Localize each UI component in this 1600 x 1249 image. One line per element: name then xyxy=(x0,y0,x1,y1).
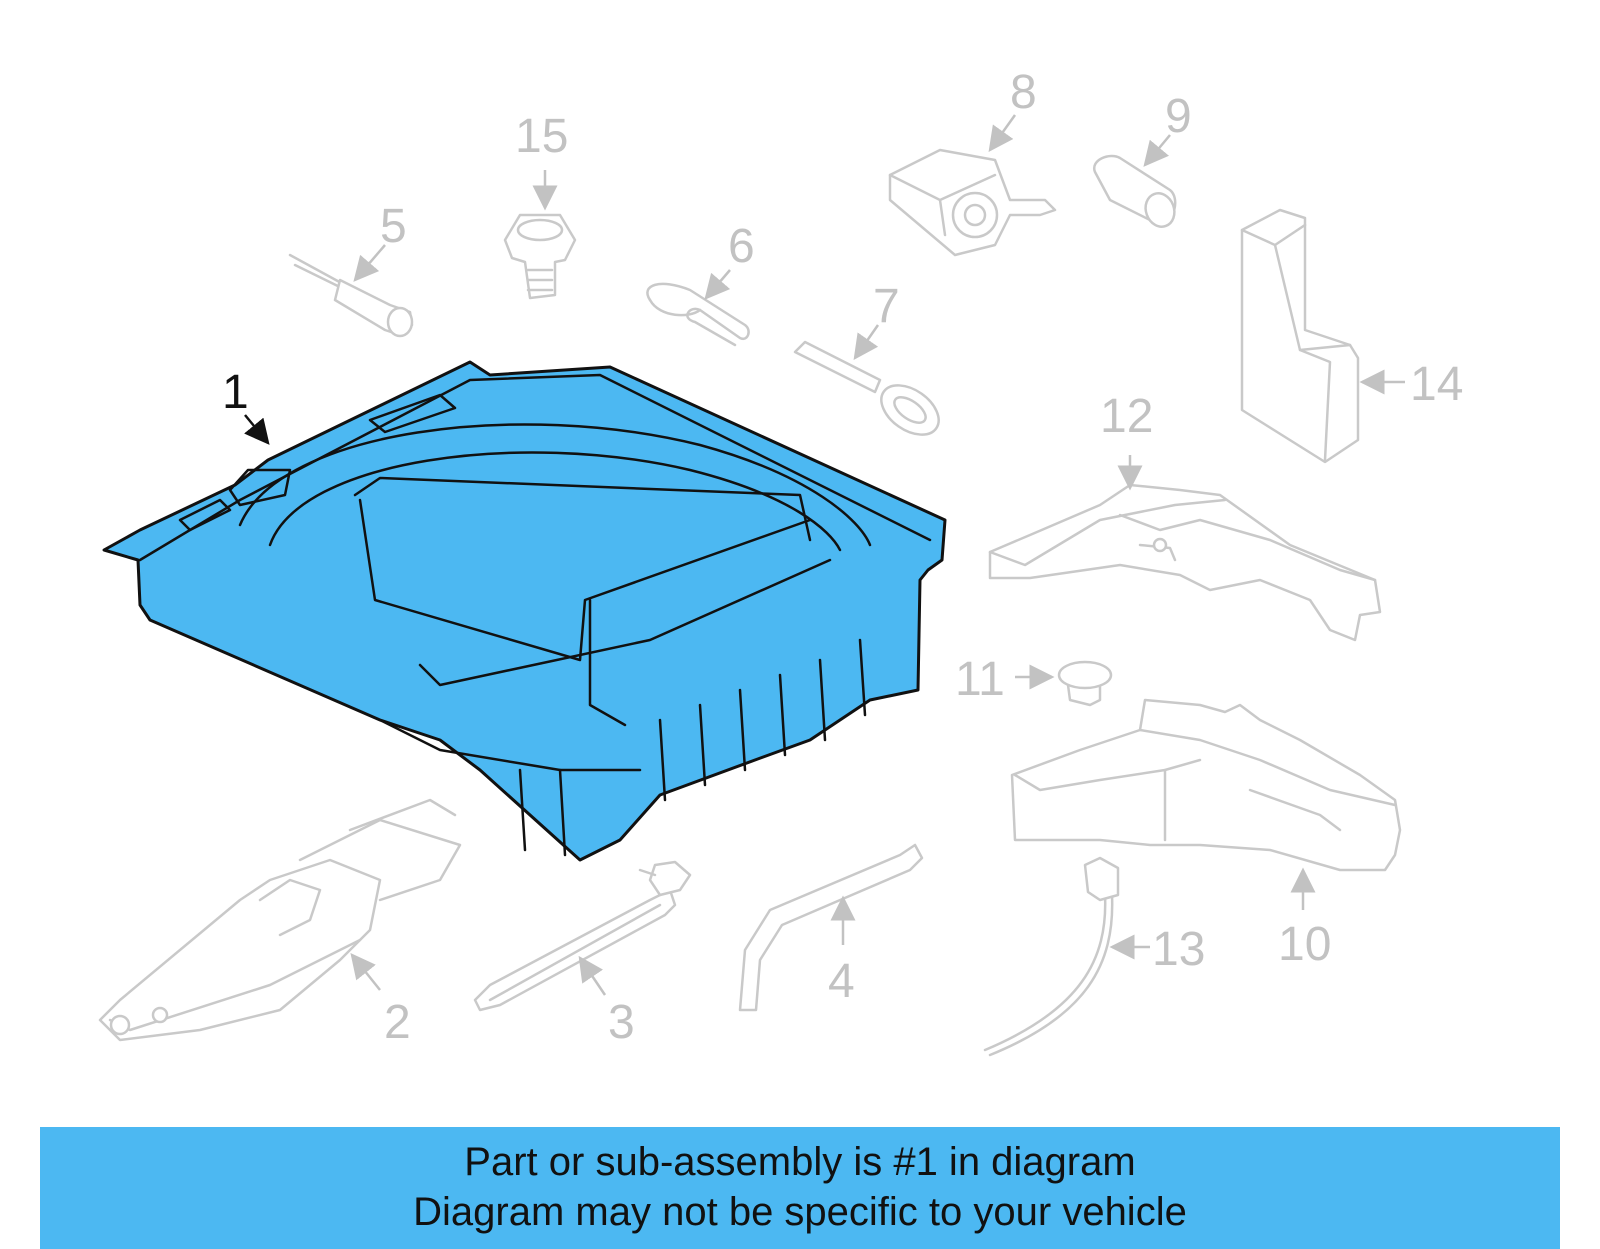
banner-line-2: Diagram may not be specific to your vehi… xyxy=(413,1190,1187,1234)
callout-1[interactable]: 1 xyxy=(222,366,249,419)
callout-arrows xyxy=(244,114,1405,996)
callout-13[interactable]: 13 xyxy=(1152,923,1205,976)
banner-line-1: Part or sub-assembly is #1 in diagram xyxy=(464,1140,1136,1184)
callout-9[interactable]: 9 xyxy=(1165,90,1192,143)
cylinder-part[interactable] xyxy=(1092,154,1179,231)
compressor-part[interactable] xyxy=(888,148,1057,257)
spare-tire-tray-part[interactable] xyxy=(102,360,947,862)
callout-4[interactable]: 4 xyxy=(828,955,855,1008)
knob-part[interactable] xyxy=(503,213,577,300)
screwdriver-part[interactable] xyxy=(288,253,414,338)
plug-part[interactable] xyxy=(1057,660,1113,707)
callout-12[interactable]: 12 xyxy=(1100,390,1153,443)
wrench-part[interactable] xyxy=(473,860,692,1012)
callout-3[interactable]: 3 xyxy=(608,996,635,1049)
tow-hook-part[interactable] xyxy=(793,340,948,445)
callout-labels: 1 2 3 4 5 6 7 8 9 10 11 12 13 14 15 xyxy=(222,66,1463,1049)
info-banner: Part or sub-assembly is #1 in diagram Di… xyxy=(40,1127,1560,1249)
extension-bar-part[interactable] xyxy=(738,843,924,1012)
callout-6[interactable]: 6 xyxy=(728,220,755,273)
foam-insert-upper-part[interactable] xyxy=(988,483,1382,642)
clip-part[interactable] xyxy=(646,282,750,347)
callout-5[interactable]: 5 xyxy=(380,200,407,253)
callout-15[interactable]: 15 xyxy=(515,110,568,163)
callout-7[interactable]: 7 xyxy=(873,280,900,333)
jack-part[interactable] xyxy=(98,798,462,1042)
callout-10[interactable]: 10 xyxy=(1278,918,1331,971)
foam-block-part[interactable] xyxy=(1240,208,1360,464)
foam-insert-lower-part[interactable] xyxy=(1010,698,1402,872)
callout-8[interactable]: 8 xyxy=(1010,66,1037,119)
cable-part[interactable] xyxy=(983,856,1120,1057)
callout-11[interactable]: 11 xyxy=(955,653,1005,706)
callout-2[interactable]: 2 xyxy=(384,996,411,1049)
callout-14[interactable]: 14 xyxy=(1410,358,1463,411)
